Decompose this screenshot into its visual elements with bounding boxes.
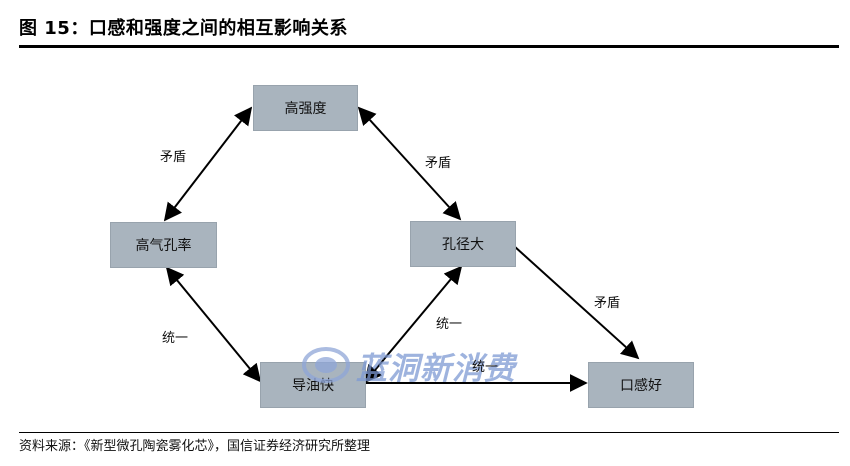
edge-label-porosity-oil: 统一 [162,331,189,346]
edge-label-oil-taste: 统一 [472,360,499,375]
node-high-strength: 高强度 [253,85,358,131]
node-high-porosity: 高气孔率 [110,222,217,268]
figure-title: 图 15：口感和强度之间的相互影响关系 [19,18,348,39]
watermark-text: 蓝洞新消费 [356,350,516,387]
edge-label-pore-size-oil: 统一 [436,317,463,332]
arrow-pore-size-taste [513,245,640,360]
edge-label-strength-pore-size: 矛盾 [425,156,452,171]
node-large-pore-size: 孔径大 [410,221,516,267]
source-divider [19,432,839,433]
arrow-pore-size-oil [363,265,463,384]
edge-label-pore-size-taste: 矛盾 [594,296,621,311]
source-note: 资料来源：《新型微孔陶瓷雾化芯》，国信证券经济研究所整理 [19,439,371,454]
watermark-logo-icon [302,347,350,383]
watermark: 蓝洞新消费 [302,342,562,388]
arrow-strength-porosity [163,106,253,222]
arrow-porosity-oil [165,266,262,383]
arrow-strength-pore-size [357,106,462,221]
title-divider [19,45,839,48]
node-good-taste: 口感好 [588,362,694,408]
edge-label-strength-porosity: 矛盾 [160,150,187,165]
